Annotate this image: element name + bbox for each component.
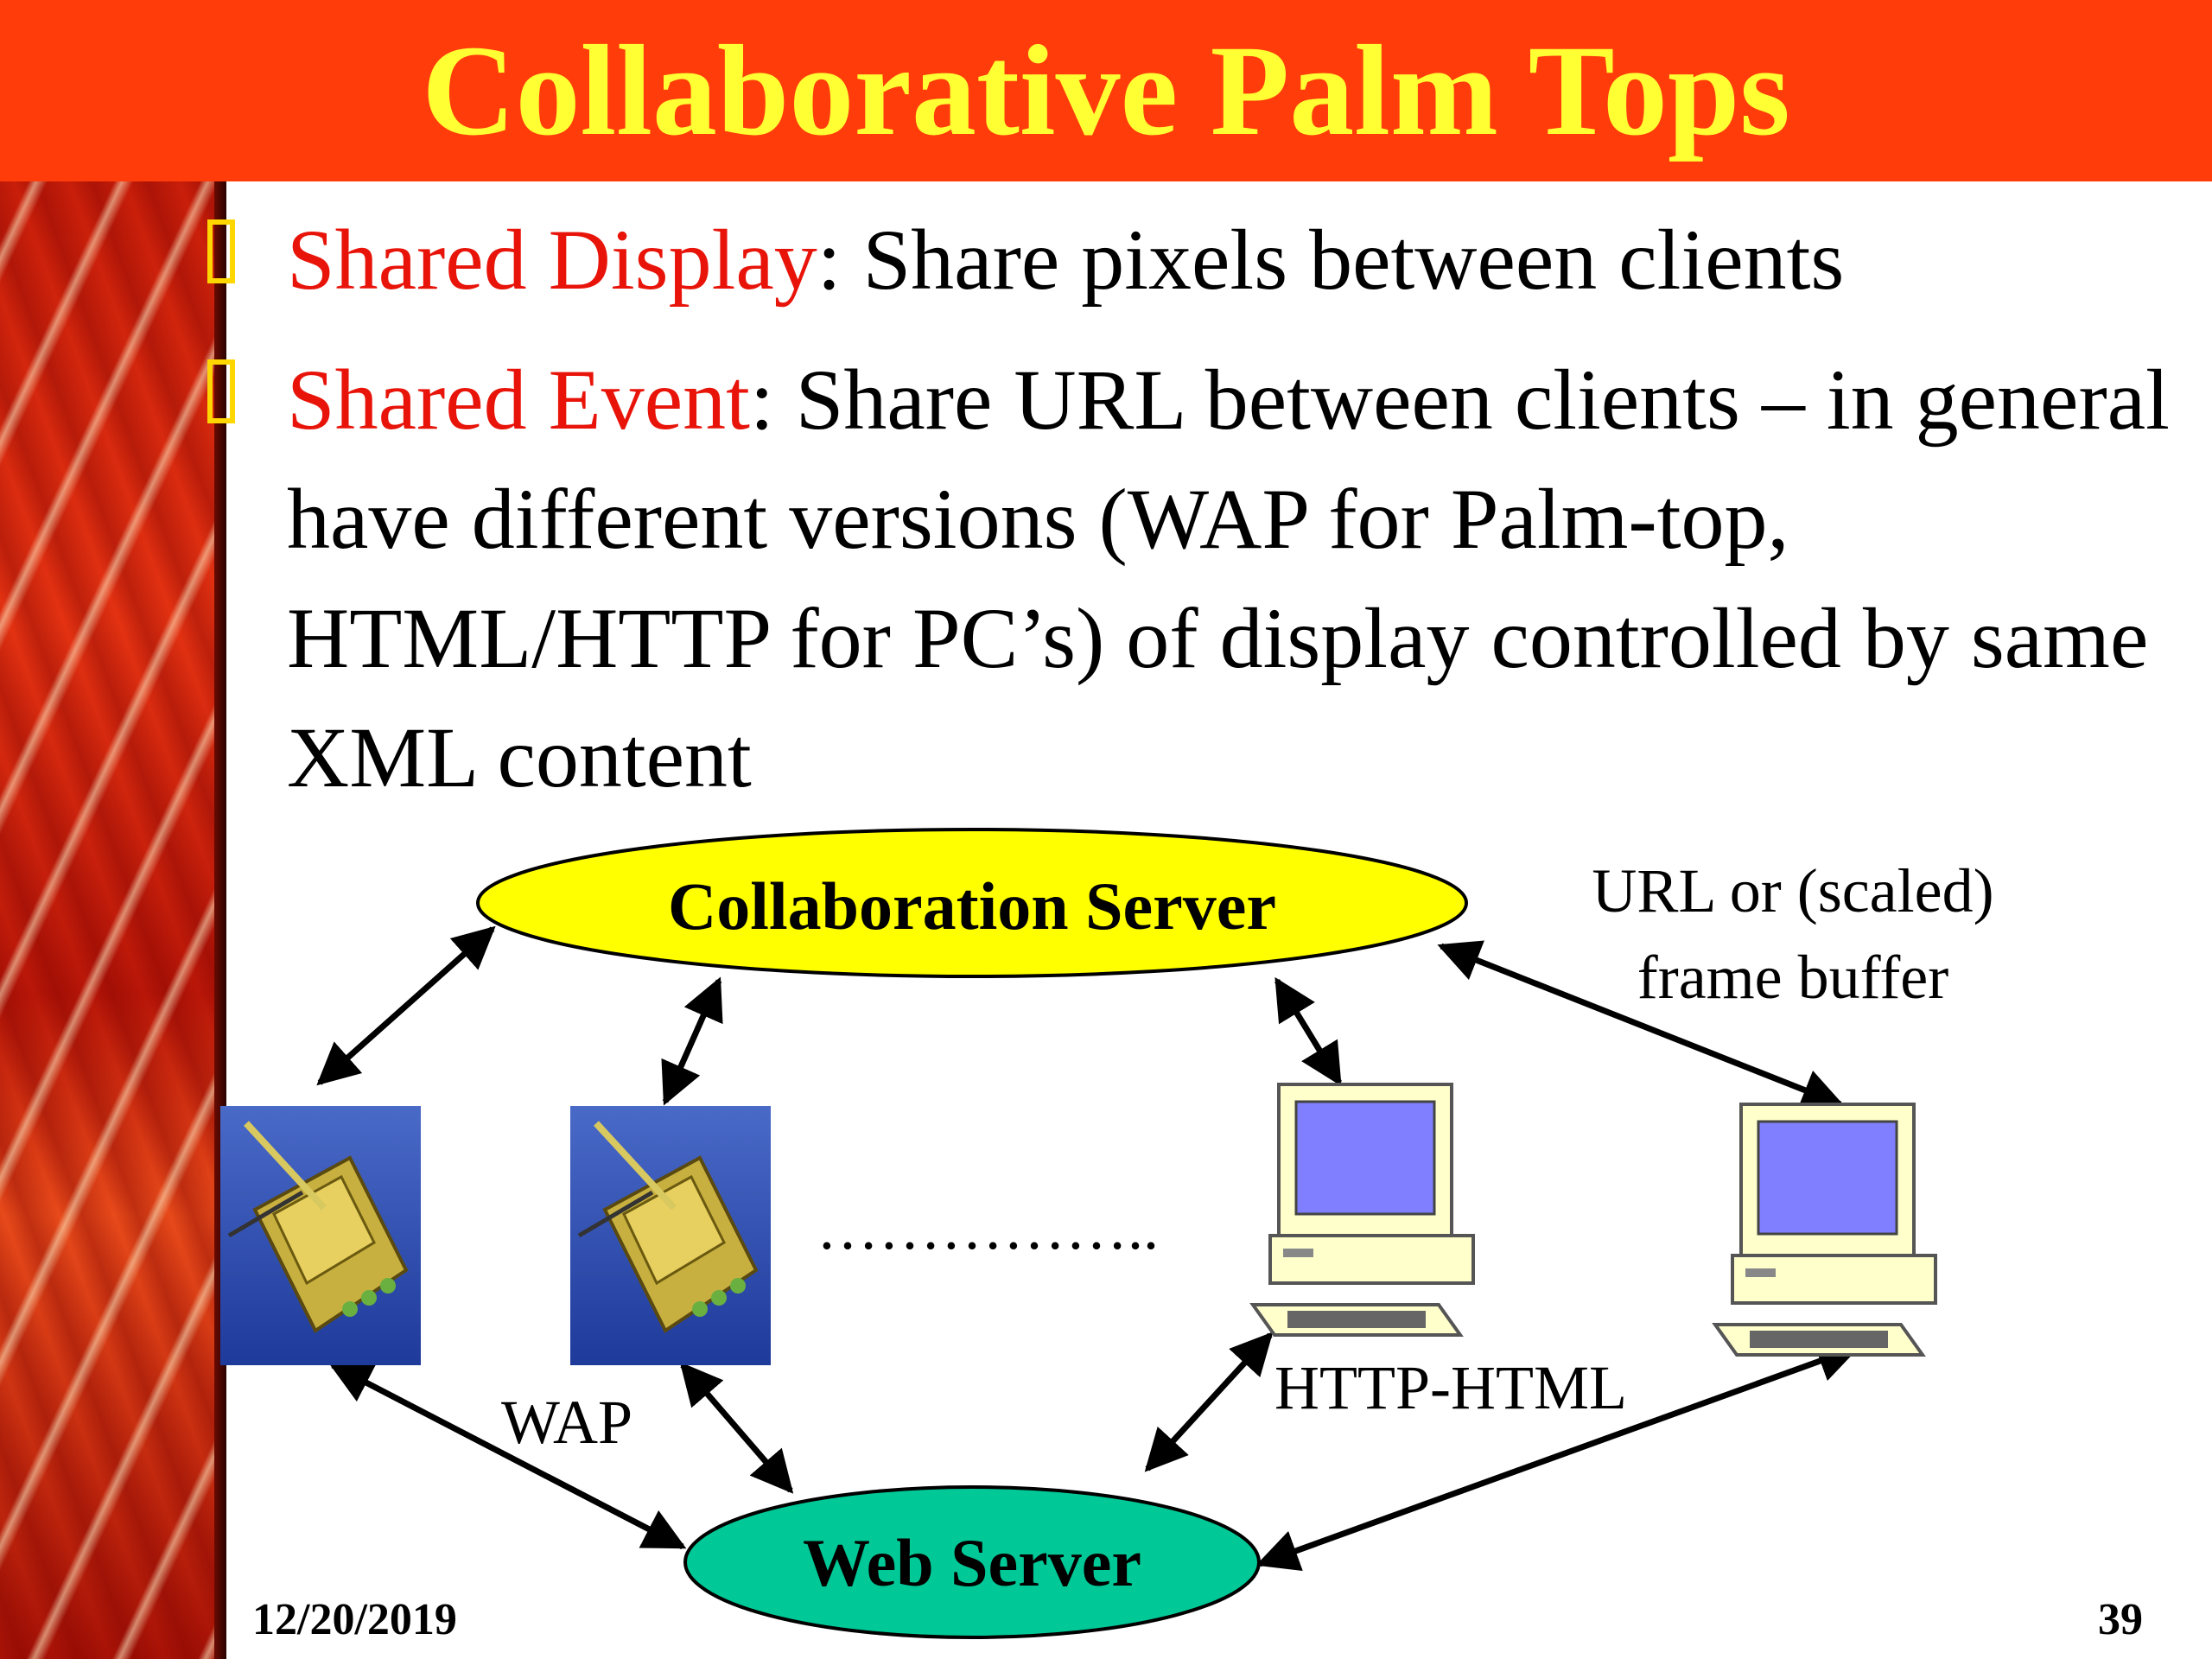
computer-icon <box>1712 1103 1937 1357</box>
footer-page-number: 39 <box>2098 1595 2143 1644</box>
label-wap: WAP <box>501 1388 632 1457</box>
computer-icon <box>1249 1083 1475 1337</box>
bullet-term: Shared Event <box>287 352 750 448</box>
title-bar: Collaborative Palm Tops <box>0 0 2212 181</box>
arrow-pc1-collab <box>1274 976 1342 1087</box>
arrow-palm2-collab <box>661 976 723 1106</box>
ellipsis-more-clients: …………….. <box>817 1193 1159 1262</box>
arrow-palm1-web <box>328 1362 687 1550</box>
bullet-marker-icon <box>207 359 235 423</box>
arrow-palm2-web <box>679 1362 794 1494</box>
slide-title: Collaborative Palm Tops <box>422 19 1790 162</box>
label-http-html: HTTP-HTML <box>1274 1353 1627 1422</box>
bullet-text: : Share pixels between clients <box>817 212 1845 308</box>
connection-arrows <box>316 925 1860 1572</box>
arrow-pc2-collab <box>1437 940 1845 1110</box>
label-frame-buffer: frame buffer <box>1637 943 1948 1012</box>
label-url-or-scaled: URL or (scaled) <box>1592 856 1993 925</box>
bullet-term: Shared Display <box>287 212 817 308</box>
arrow-pc2-web <box>1255 1340 1860 1572</box>
bullet-shared-display: Shared Display: Share pixels between cli… <box>207 200 2195 320</box>
palmtop-icon <box>220 1106 421 1365</box>
arrow-palm1-collab <box>316 925 496 1086</box>
decorative-side-strip <box>0 181 226 1659</box>
bullet-text: : Share URL between clients – in general… <box>287 352 2170 805</box>
bullet-marker-icon <box>207 219 235 283</box>
bullet-shared-event: Shared Event: Share URL between clients … <box>207 340 2195 817</box>
footer-date: 12/20/2019 <box>252 1595 457 1644</box>
collaboration-server-ellipse <box>476 828 1468 978</box>
collaboration-server-label: Collaboration Server <box>668 868 1276 944</box>
palmtop-icon <box>570 1106 771 1365</box>
collaboration-server-node: Collaboration Server <box>476 828 1468 978</box>
bullet-list: Shared Display: Share pixels between cli… <box>207 200 2195 838</box>
web-server-node: Web Server <box>683 1485 1261 1639</box>
web-server-ellipse <box>683 1485 1261 1639</box>
arrow-pc1-web <box>1144 1332 1274 1472</box>
web-server-label: Web Server <box>803 1525 1141 1600</box>
